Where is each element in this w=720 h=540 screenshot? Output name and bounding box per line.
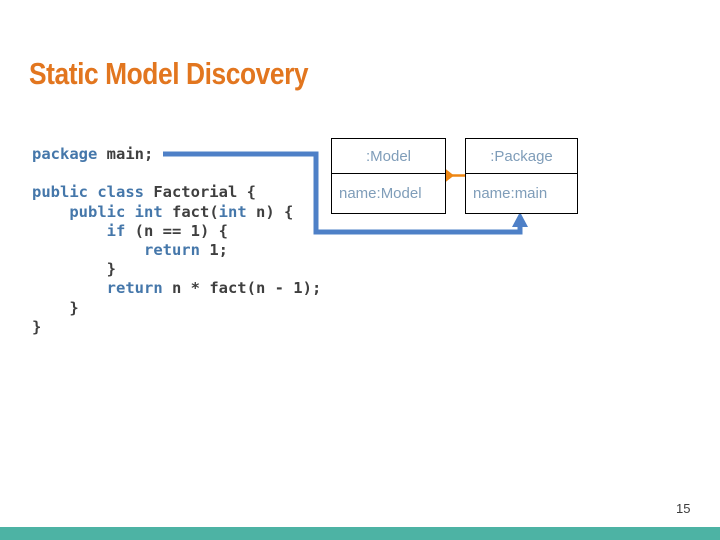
arrowhead-up-icon [512,212,528,227]
model-box-attribute: name:Model [339,184,422,202]
code-line: } [32,298,79,317]
code-to-package-arrow [163,151,523,235]
model-object-box: :Model name:Model [331,138,446,214]
package-box-title: :Package [466,139,577,174]
code-line: return 1; [143,241,228,260]
slide-title: Static Model Discovery [29,56,309,91]
code-line: if (n == 1) { [106,221,228,240]
page-number: 15 [676,501,691,516]
code-snippet: package main; public class Factorial { p… [32,145,321,337]
code-line: package main; [32,145,154,163]
package-box-attribute: name:main [473,184,548,202]
footer-accent-bar [0,527,720,540]
model-box-title: :Model [332,139,445,174]
package-object-box: :Package name:main [465,138,578,214]
code-line: public int fact(int n) { [69,202,294,221]
code-line: return n * fact(n - 1); [106,279,322,298]
code-line: public class Factorial { [32,183,256,202]
code-line: } [32,260,116,279]
code-line: } [32,317,42,336]
